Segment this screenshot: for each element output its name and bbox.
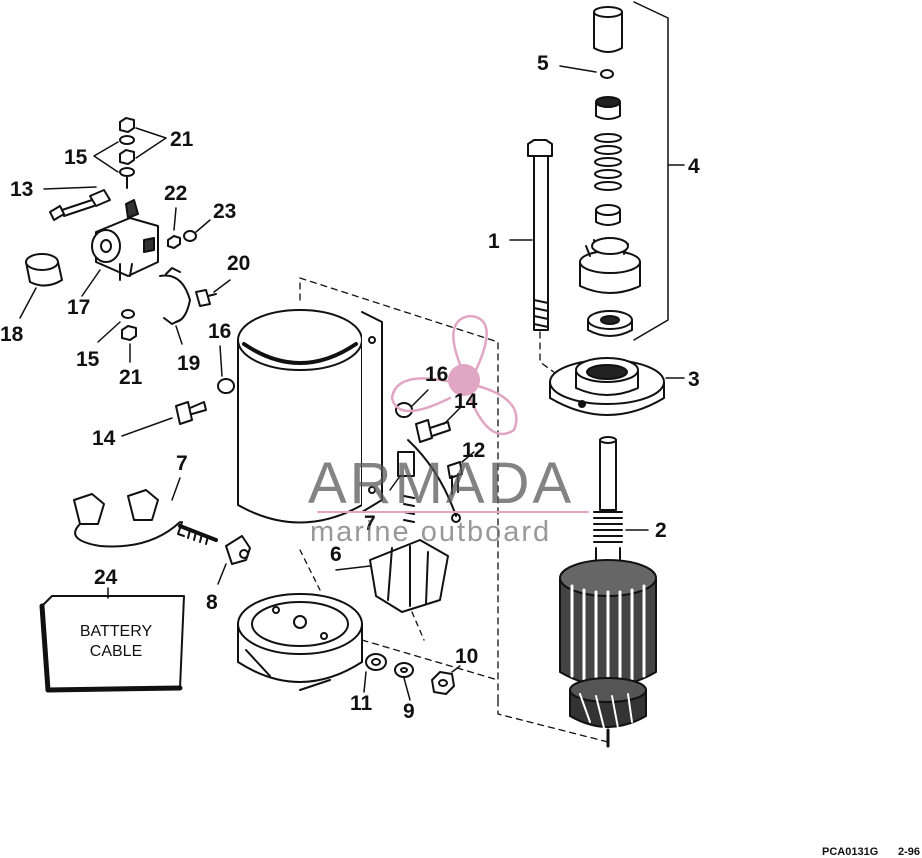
callout-5: 5 [537,52,549,75]
brush-set-left [73,489,218,548]
callout-6: 6 [330,543,342,566]
clamp-19 [159,267,191,325]
battery-cable-line1: BATTERY [79,623,153,640]
callout-2: 2 [655,519,667,542]
screw-12 [447,461,463,495]
assembly-bracket-4 [633,1,669,341]
date-code: 2-96 [898,846,921,858]
boot-18 [25,253,63,287]
nut-22 [167,235,181,249]
callout-16-right: 16 [425,363,449,386]
solenoid-17 [91,199,159,281]
motor-frame [237,309,383,524]
callout-8: 8 [206,591,218,614]
brush-plate [369,439,461,613]
part-code: PCA0131G [822,846,879,858]
washer-16-left [217,378,235,394]
screw-13 [49,189,111,221]
callout-11: 11 [350,692,373,715]
screw-14-right [415,419,451,443]
upper-end-cap [549,357,665,416]
callout-13: 13 [10,178,34,201]
callout-7-left: 7 [176,452,188,475]
callout-18: 18 [0,323,24,346]
watermark-subtitle: marine outboard [310,516,552,548]
nut-23 [183,230,197,242]
callout-15-upper: 15 [64,146,88,169]
through-bolt [527,139,553,331]
watermark-propeller [390,314,518,436]
callout-7-right: 7 [364,512,376,535]
brush-holder-8 [225,535,251,565]
callout-24: 24 [94,566,118,589]
battery-cable-line2: CABLE [89,643,143,660]
screw-14-left [175,401,207,425]
watermark-title: ARMADA [308,451,575,516]
callout-21-upper: 21 [170,128,194,151]
callout-14-left: 14 [92,427,116,450]
alignment-line [299,277,499,701]
callout-17: 17 [67,296,91,319]
callout-19: 19 [177,352,201,375]
armature [559,436,657,748]
callout-9: 9 [403,700,415,723]
callout-20: 20 [227,252,251,275]
callout-10: 10 [455,645,479,668]
callout-12: 12 [462,439,486,462]
callout-4: 4 [688,155,700,178]
callout-14-right: 14 [454,390,478,413]
nut-10 [431,671,455,695]
callout-23: 23 [213,200,237,223]
lower-end-cap [237,593,363,691]
callout-21-lower: 21 [119,366,143,389]
callout-3: 3 [688,368,700,391]
battery-cable-label: BATTERY CABLE [58,622,174,662]
hardware-stack-upper [119,117,135,189]
washer-11 [365,653,387,671]
callout-1: 1 [488,230,500,253]
battery-cable-box [39,595,185,693]
screw-20 [195,289,217,307]
callout-22: 22 [164,182,188,205]
callout-15-lower: 15 [76,348,100,371]
callout-16-left: 16 [208,320,232,343]
lockwasher-9 [394,662,414,678]
hardware-stack-lower [121,309,137,341]
pinion-drive-assembly [579,6,641,337]
